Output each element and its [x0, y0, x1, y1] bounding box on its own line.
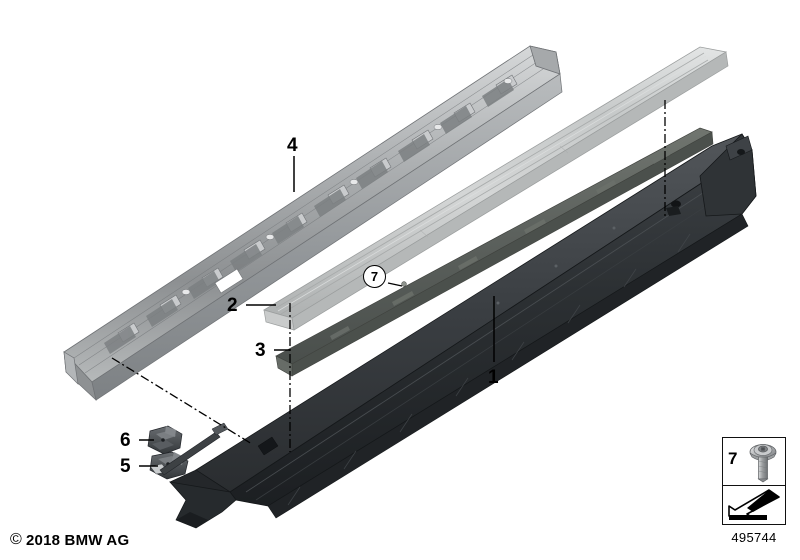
callout-5[interactable]: 5 [120, 456, 131, 477]
callout-3[interactable]: 3 [255, 340, 266, 361]
arrow-detail-icon [728, 489, 780, 520]
part-reinforcement-rail [63, 45, 563, 402]
callout-7-circled[interactable]: 7 [363, 265, 386, 288]
legend-part-cell: 7 [723, 438, 785, 486]
copyright-text: 2018 BMW AG [26, 531, 130, 549]
legend-item-number: 7 [728, 449, 738, 468]
copyright-symbol: © [10, 531, 22, 548]
callout-2[interactable]: 2 [227, 295, 238, 316]
assembly-axes [111, 100, 666, 452]
callout-1[interactable]: 1 [488, 367, 499, 388]
assembly-axis-diagonal [111, 357, 253, 445]
leader-lines [139, 156, 495, 467]
leader-7 [387, 282, 403, 287]
callout-6[interactable]: 6 [120, 430, 131, 451]
part-dark-strip-middle [275, 127, 714, 377]
part-clip-upper [147, 425, 183, 455]
legend-detail-cell [723, 486, 785, 524]
callout-4[interactable]: 4 [287, 135, 298, 156]
part-light-strip-upper [263, 46, 729, 331]
screw-bolt-icon [749, 444, 777, 483]
drawing-number: 495744 [731, 530, 777, 545]
legend-box: 7 [722, 437, 786, 525]
part-sill-trim-main [169, 133, 757, 529]
copyright-notice: © 2018 BMW AG [10, 531, 129, 549]
